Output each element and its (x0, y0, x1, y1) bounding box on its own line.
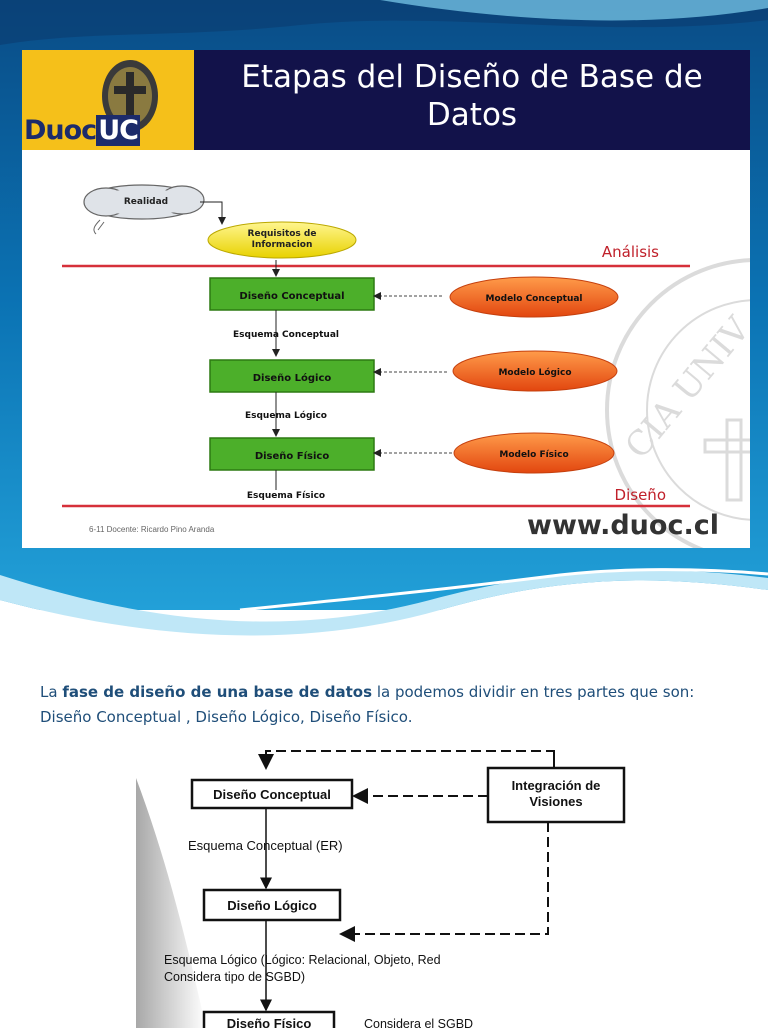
modelo-conceptual-label: Modelo Conceptual (485, 294, 582, 304)
d2-diseno-conceptual-label: Diseño Conceptual (213, 787, 331, 802)
integracion-box: Integración de Visiones (486, 766, 626, 824)
description-paragraph: La fase de diseño de una base de datos l… (40, 680, 740, 730)
requisitos-label-1: Requisitos de (248, 229, 317, 239)
slide-title: Etapas del Diseño de Base de Datos (241, 59, 703, 133)
slide-header: DuocUC Etapas del Diseño de Base de Dato… (22, 50, 750, 150)
para-rest: la podemos dividir en tres partes que so… (40, 683, 695, 726)
design-phases-diagram: Diseño Conceptual Integración de Visione… (136, 738, 632, 1033)
d2-diseno-fisico-label: Diseño Físico (227, 1016, 312, 1028)
modelo-logico-oval: Modelo Lógico (452, 350, 618, 392)
integracion-label-1: Integración de (512, 778, 601, 793)
requisitos-oval: Requisitos de Informacion (207, 221, 357, 259)
modelo-fisico-label: Modelo Físico (499, 450, 568, 460)
requisitos-label-2: Informacion (252, 240, 313, 250)
realidad-label: Realidad (124, 197, 168, 207)
para-bold: fase de diseño de una base de datos (62, 683, 373, 701)
d2-diseno-logico-label: Diseño Lógico (227, 898, 317, 913)
diseno-fisico-box: Diseño Físico (209, 437, 375, 471)
diseno-logico-label: Diseño Lógico (253, 372, 332, 384)
diseno-label: Diseño (615, 486, 666, 504)
diseno-conceptual-label: Diseño Conceptual (239, 291, 344, 302)
d2-diseno-conceptual-box: Diseño Conceptual (190, 778, 354, 810)
d2-esquema-logico-label-2: Considera tipo de SGBD) (164, 970, 305, 984)
esquema-conceptual-label: Esquema Conceptual (233, 330, 339, 340)
diseno-logico-box: Diseño Lógico (209, 359, 375, 393)
stages-diagram: Realidad Requisitos de Informacion Análi… (62, 184, 690, 508)
duoc-logo: DuocUC (22, 50, 194, 150)
diseno-conceptual-box: Diseño Conceptual (209, 277, 375, 311)
slide-footer: 6-11 Docente: Ricardo Pino Aranda (89, 525, 215, 534)
d2-diseno-fisico-box: Diseño Físico (202, 1010, 336, 1033)
logo-text: DuocUC (24, 115, 140, 146)
d2-esquema-conceptual-label: Esquema Conceptual (ER) (188, 838, 343, 853)
modelo-fisico-oval: Modelo Físico (453, 432, 615, 474)
modelo-logico-label: Modelo Lógico (498, 367, 571, 378)
slide-etapas-diseno: DuocUC Etapas del Diseño de Base de Dato… (22, 50, 750, 548)
duoc-url: www.duoc.cl (527, 510, 719, 541)
integracion-label-2: Visiones (529, 794, 582, 809)
para-prefix: La (40, 683, 63, 701)
esquema-fisico-label: Esquema Físico (247, 491, 325, 501)
d2-considera-sgbd-label: Considera el SGBD (364, 1017, 473, 1028)
analisis-label: Análisis (602, 243, 659, 261)
d2-diseno-logico-box: Diseño Lógico (202, 888, 342, 922)
d2-esquema-logico-label-1: Esquema Lógico (Lógico: Relacional, Obje… (164, 953, 441, 967)
realidad-cloud: Realidad (83, 184, 205, 235)
diseno-fisico-label: Diseño Físico (255, 450, 330, 462)
seal-icon (102, 60, 158, 132)
university-seal-watermark: CIA UNIV (605, 258, 750, 548)
modelo-conceptual-oval: Modelo Conceptual (449, 276, 619, 318)
design-phases-svg: Diseño Conceptual Integración de Visione… (136, 738, 632, 1033)
esquema-logico-label: Esquema Lógico (245, 410, 327, 421)
